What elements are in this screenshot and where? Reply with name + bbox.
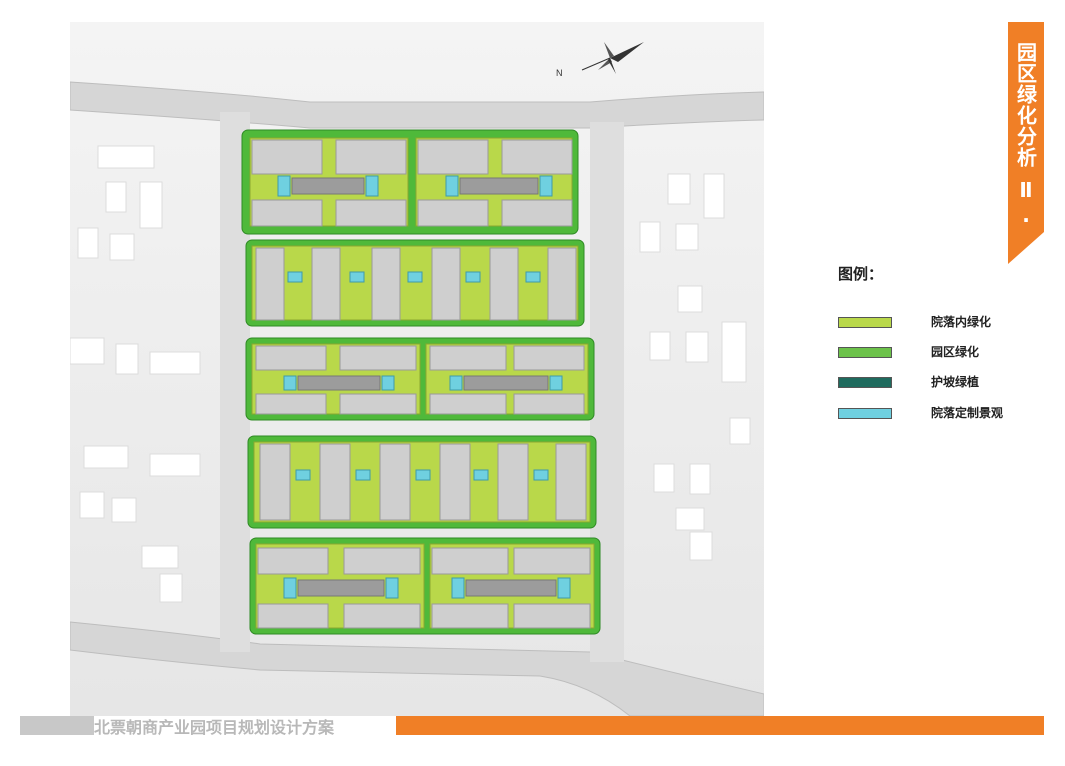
north-label: N <box>556 68 563 78</box>
section-title: 园区绿化分析 Ⅱ. <box>1008 42 1044 228</box>
legend-swatch <box>838 407 892 419</box>
right-neighbor-buildings <box>639 173 751 561</box>
park-buildings <box>251 139 591 629</box>
legend-item-custom-landscape: 院落定制景观 <box>838 405 1003 421</box>
section-title-tab-arrow <box>1008 232 1044 264</box>
legend-swatch <box>838 316 892 328</box>
footer-orange-bar <box>396 716 1044 735</box>
section-number: Ⅱ. <box>1014 178 1038 228</box>
legend-label: 院落定制景观 <box>931 406 1004 420</box>
site-plan-map: N <box>69 22 765 717</box>
legend-label: 院落内绿化 <box>931 315 992 329</box>
left-neighbor-buildings <box>69 145 201 603</box>
legend-label: 园区绿化 <box>931 345 980 359</box>
legend-label: 护坡绿植 <box>931 375 980 389</box>
courtyard-landscapes <box>277 175 571 599</box>
legend-swatch <box>838 346 892 358</box>
legend-swatch <box>838 376 892 388</box>
legend-item-park-greening: 园区绿化 <box>838 344 979 360</box>
section-title-tab <box>1008 22 1044 232</box>
legend-item-slope-planting: 护坡绿植 <box>838 374 979 390</box>
north-compass <box>581 42 644 74</box>
legend-title: 图例： <box>838 265 884 283</box>
footer-gray-bar <box>20 716 94 735</box>
legend-item-courtyard-greening: 院落内绿化 <box>838 314 991 330</box>
section-title-text: 园区绿化分析 <box>1013 42 1038 168</box>
footer-project-title: 北票朝商产业园项目规划设计方案 <box>94 718 335 737</box>
site-plan-svg: N <box>69 22 765 717</box>
courtyard-centers <box>291 177 557 597</box>
